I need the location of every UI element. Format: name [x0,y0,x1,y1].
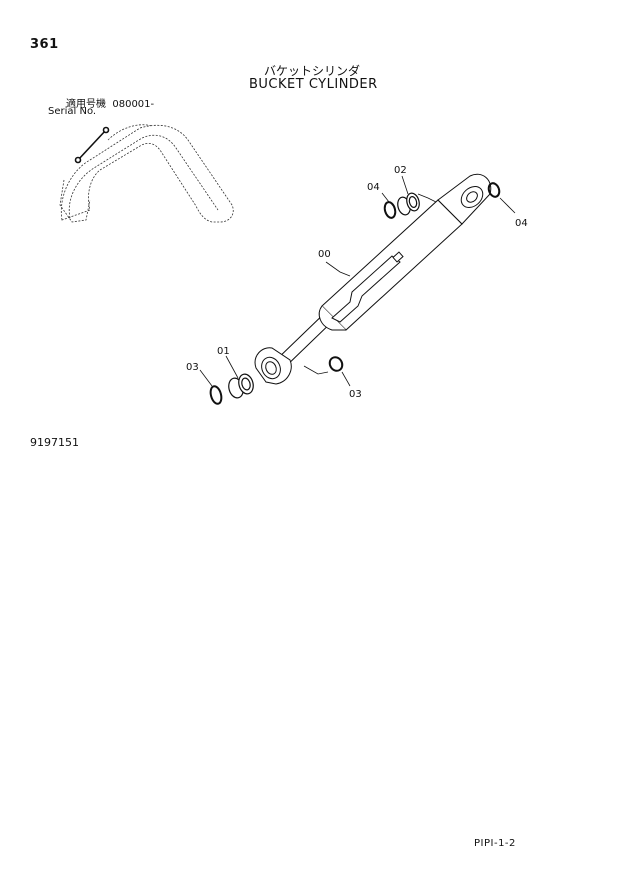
serial-label-japanese: 適用号機 080001- [66,95,154,110]
serial-label-jp-text: 適用号機 [66,99,106,110]
o-ring-03-left [209,385,223,405]
bushing-01 [228,373,254,399]
serial-range: 080001- [112,99,155,110]
bushing-02 [397,192,420,216]
callout-04-right: 04 [515,218,528,229]
drawing-number: 9197151 [30,436,79,449]
callout-02: 02 [394,165,407,176]
locator-sketch [59,124,234,223]
o-ring-04-right [487,182,501,198]
callout-01: 01 [217,346,230,357]
o-ring-04-left [383,201,397,219]
leader-lines [199,175,516,387]
page-title: BUCKET CYLINDER [249,77,378,92]
callout-03-left: 03 [186,362,199,373]
bucket-cylinder-assembly [254,173,492,385]
page-title-japanese: バケットシリンダ [264,64,361,78]
serial-label: Serial No. [48,106,97,117]
page-number: 361 [30,37,59,52]
callout-04-left: 04 [367,182,380,193]
callout-03-right: 03 [349,389,362,400]
locator-cylinder-highlight [74,126,110,164]
o-ring-03-right [328,356,344,372]
callout-00: 00 [318,249,331,260]
page-code: PIPI-1-2 [474,838,516,849]
